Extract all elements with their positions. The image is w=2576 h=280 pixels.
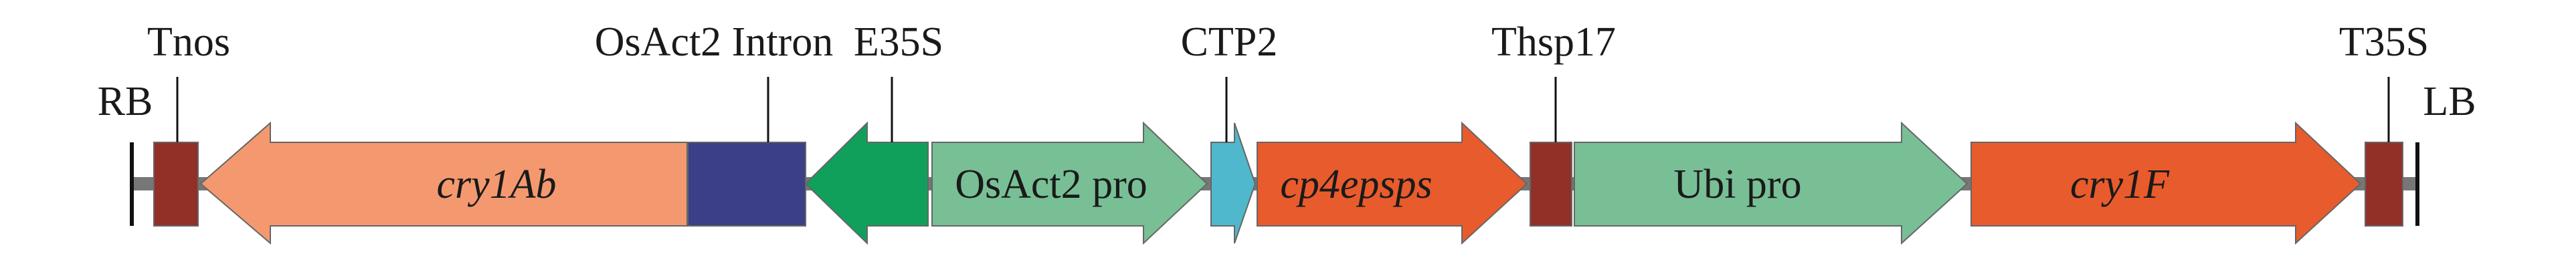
feature-layer (153, 121, 2403, 245)
ubi-pro-label: Ubi pro (1673, 162, 1801, 207)
t35s-feature (2365, 142, 2403, 227)
label-layer: RB LB Tnos cry1Ab OsAct2 Intron E35S OsAct2 pr… (98, 19, 2476, 207)
thsp17-feature (1530, 142, 1572, 227)
thsp17-label: Thsp17 (1491, 19, 1616, 65)
left-border-line (2415, 142, 2419, 226)
ctp2-feature (1210, 122, 1257, 244)
ctp2-label: CTP2 (1181, 19, 1278, 65)
tnos-label: Tnos (147, 19, 230, 65)
e35s-feature (804, 121, 929, 245)
rb-label: RB (98, 79, 153, 124)
osact2-intron-feature (687, 142, 806, 227)
osact2-intron-label: OsAct2 Intron (595, 19, 833, 65)
cp4epsps-label: cp4epsps (1280, 162, 1432, 207)
e35s-label: E35S (854, 19, 943, 65)
cry1f-label: cry1F (2070, 162, 2170, 207)
right-border-line (130, 142, 134, 226)
cp4epsps-feature (1257, 121, 1528, 245)
tnos-feature (153, 142, 199, 227)
cry1ab-label: cry1Ab (436, 162, 556, 207)
osact2-pro-feature (931, 121, 1208, 245)
t35s-label: T35S (2339, 19, 2429, 65)
cry1f-feature (1970, 121, 2362, 245)
ubi-pro-feature (1574, 121, 1968, 245)
osact2-pro-label: OsAct2 pro (955, 162, 1147, 207)
lb-label: LB (2423, 79, 2476, 124)
